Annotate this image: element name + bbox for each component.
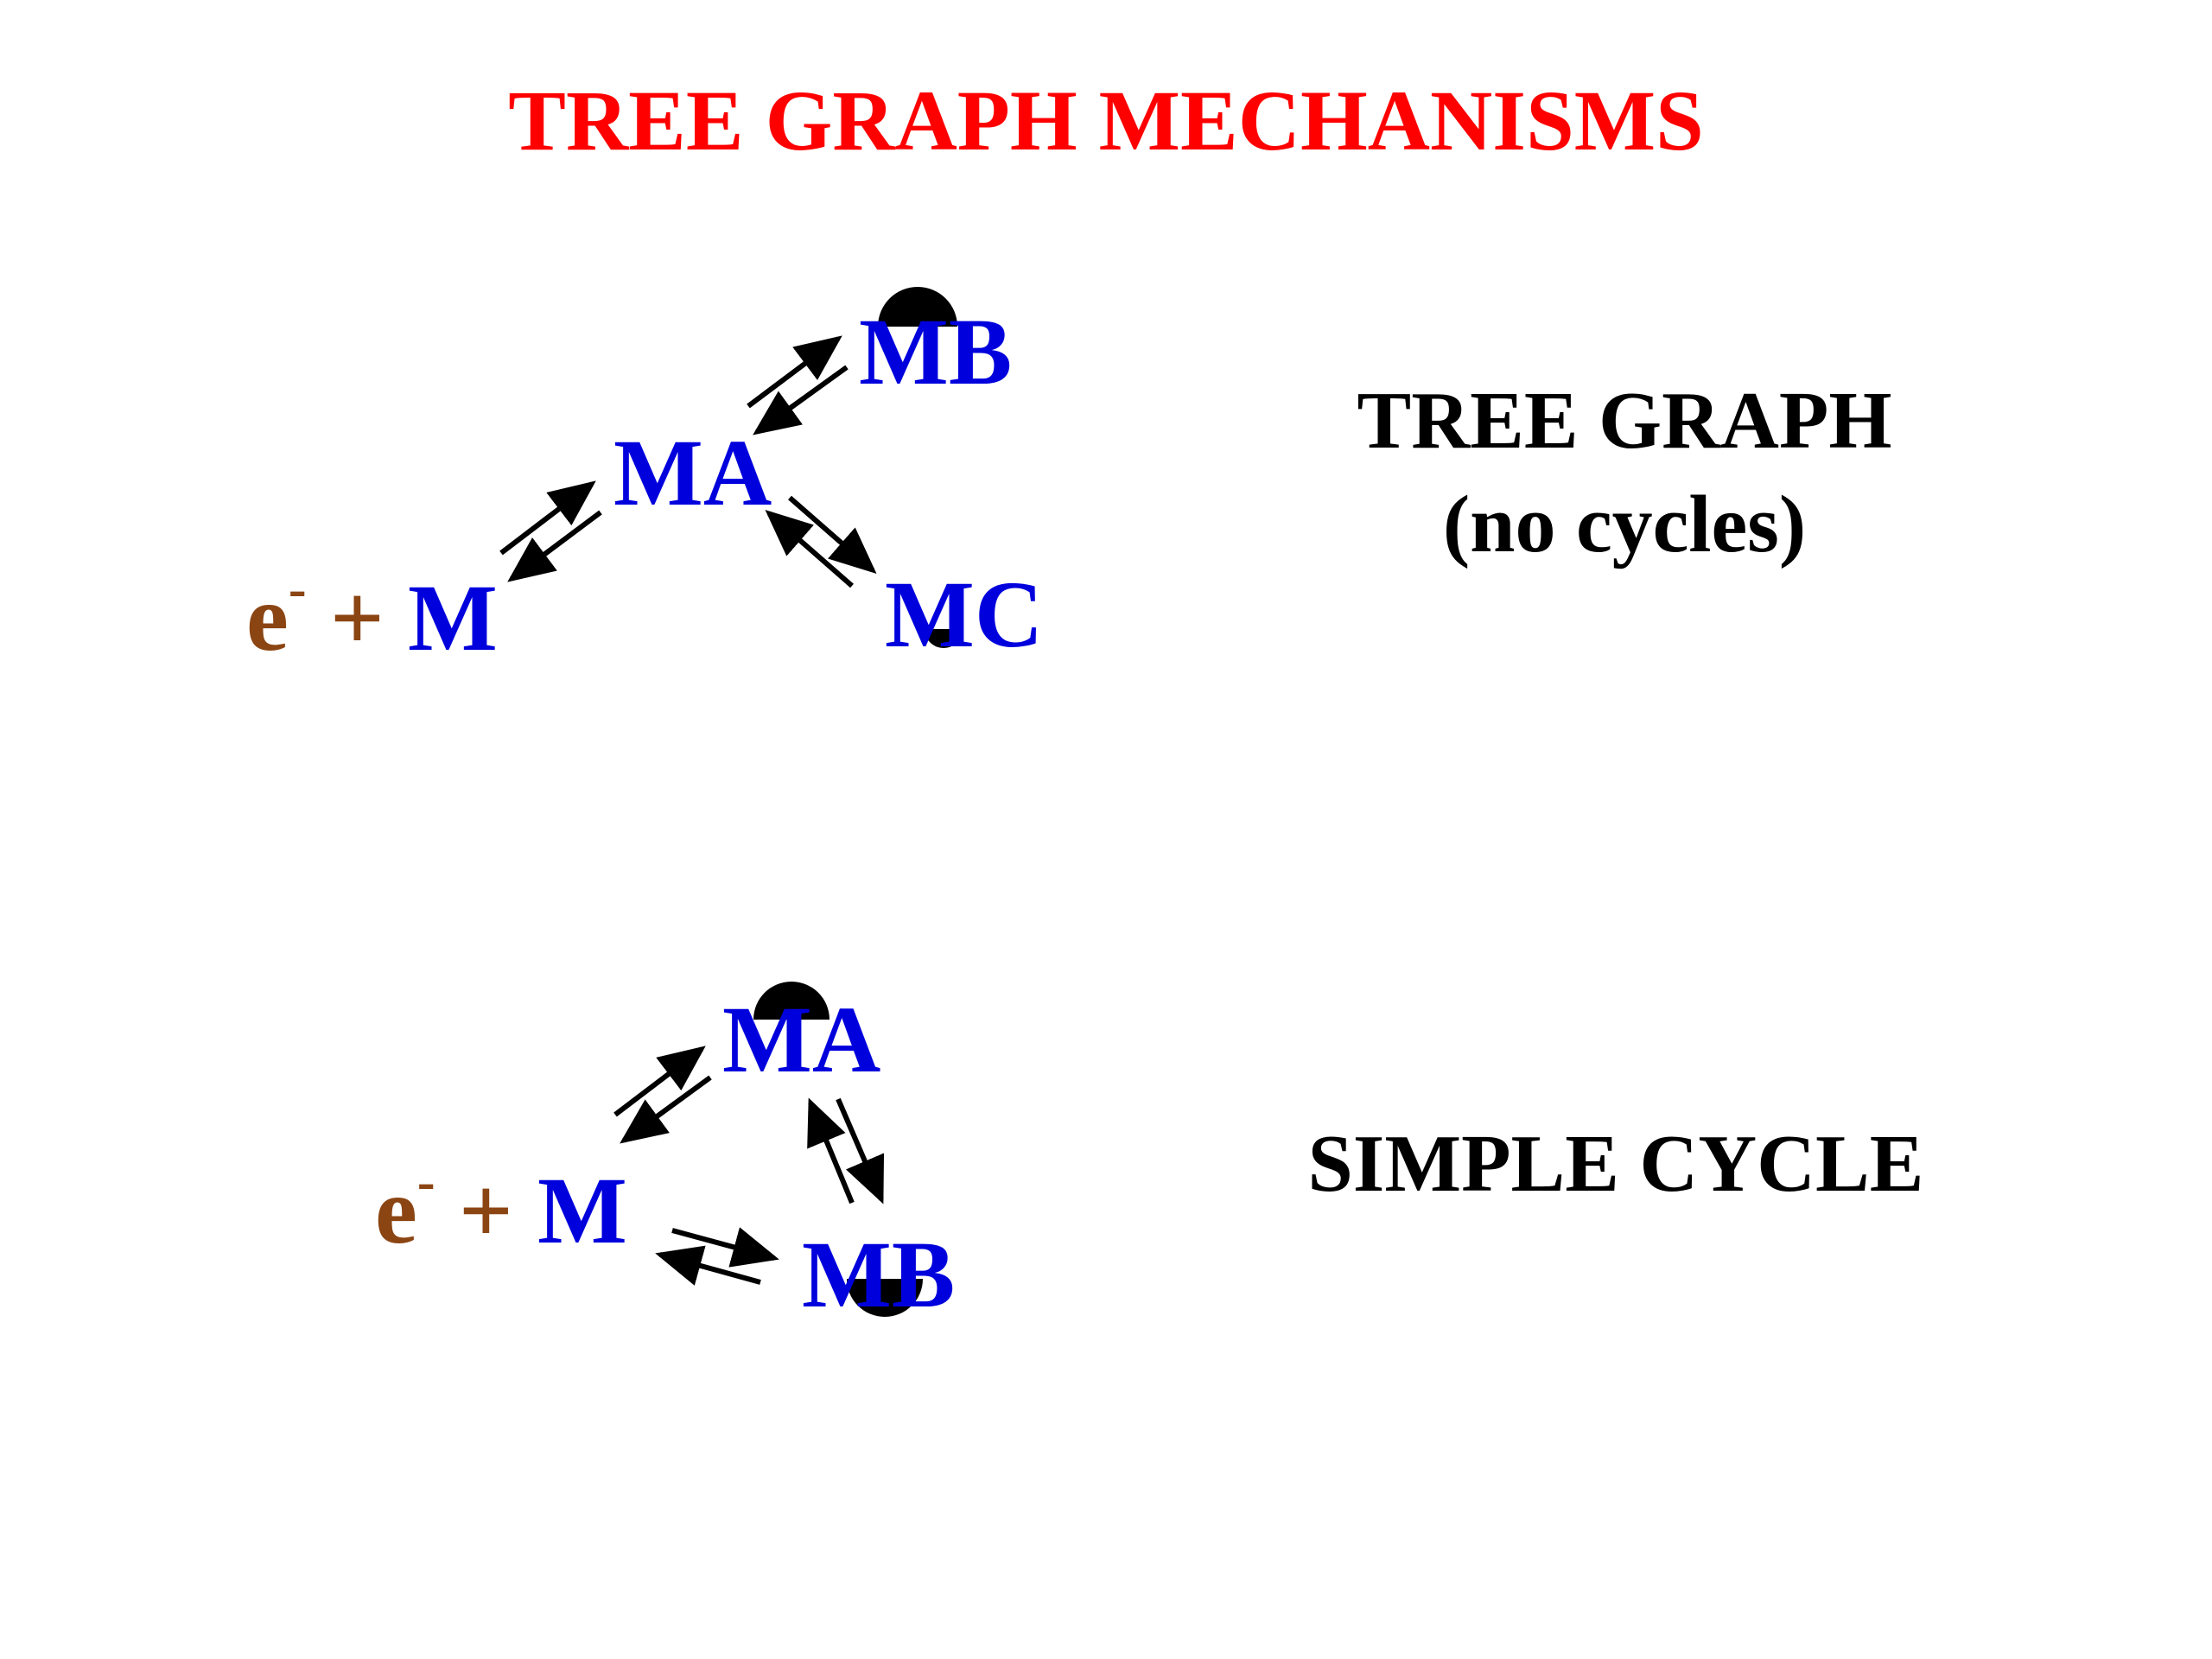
arrow-ma-mc: [765, 495, 877, 588]
mc-bottom-marker: [925, 629, 963, 648]
cycle-plus-sign: +: [458, 1158, 513, 1263]
tree-electron-term: e- +: [246, 563, 385, 665]
cycle-electron-charge: -: [416, 1153, 435, 1211]
arrow-cycle-m-ma: [613, 1046, 712, 1144]
mb-top-marker: [878, 287, 957, 327]
arrow-cycle-ma-mb: [807, 1097, 885, 1205]
cycle-electron: e: [375, 1158, 417, 1263]
cycle-species-ma: MA: [722, 987, 881, 1092]
cycle-species-m: M: [537, 1158, 627, 1263]
tree-species-mb: MB: [859, 299, 1013, 404]
arrow-cycle-m-mb: [655, 1227, 779, 1286]
tree-graph-label: TREE GRAPH: [1357, 376, 1892, 466]
cycle-ma-top-marker: [753, 982, 830, 1020]
tree-plus-sign: +: [329, 565, 385, 671]
simple-cycle-label: SIMPLE CYCLE: [1307, 1119, 1924, 1209]
cycle-electron-term: e- +: [375, 1155, 513, 1258]
cycle-species-mb: MB: [802, 1222, 956, 1327]
no-cycles-label: (no cycles): [1442, 480, 1807, 569]
tree-species-ma: MA: [613, 420, 772, 525]
tree-species-mc: MC: [885, 562, 1044, 667]
tree-electron-charge: -: [288, 560, 307, 619]
tree-species-m: M: [408, 565, 498, 671]
tree-electron: e: [246, 565, 289, 671]
slide-title: TREE GRAPH MECHANISMS: [508, 73, 1704, 168]
cycle-mb-bottom-marker: [847, 1279, 923, 1317]
arrow-ma-mb: [747, 335, 849, 435]
arrow-m-ma: [499, 480, 602, 582]
